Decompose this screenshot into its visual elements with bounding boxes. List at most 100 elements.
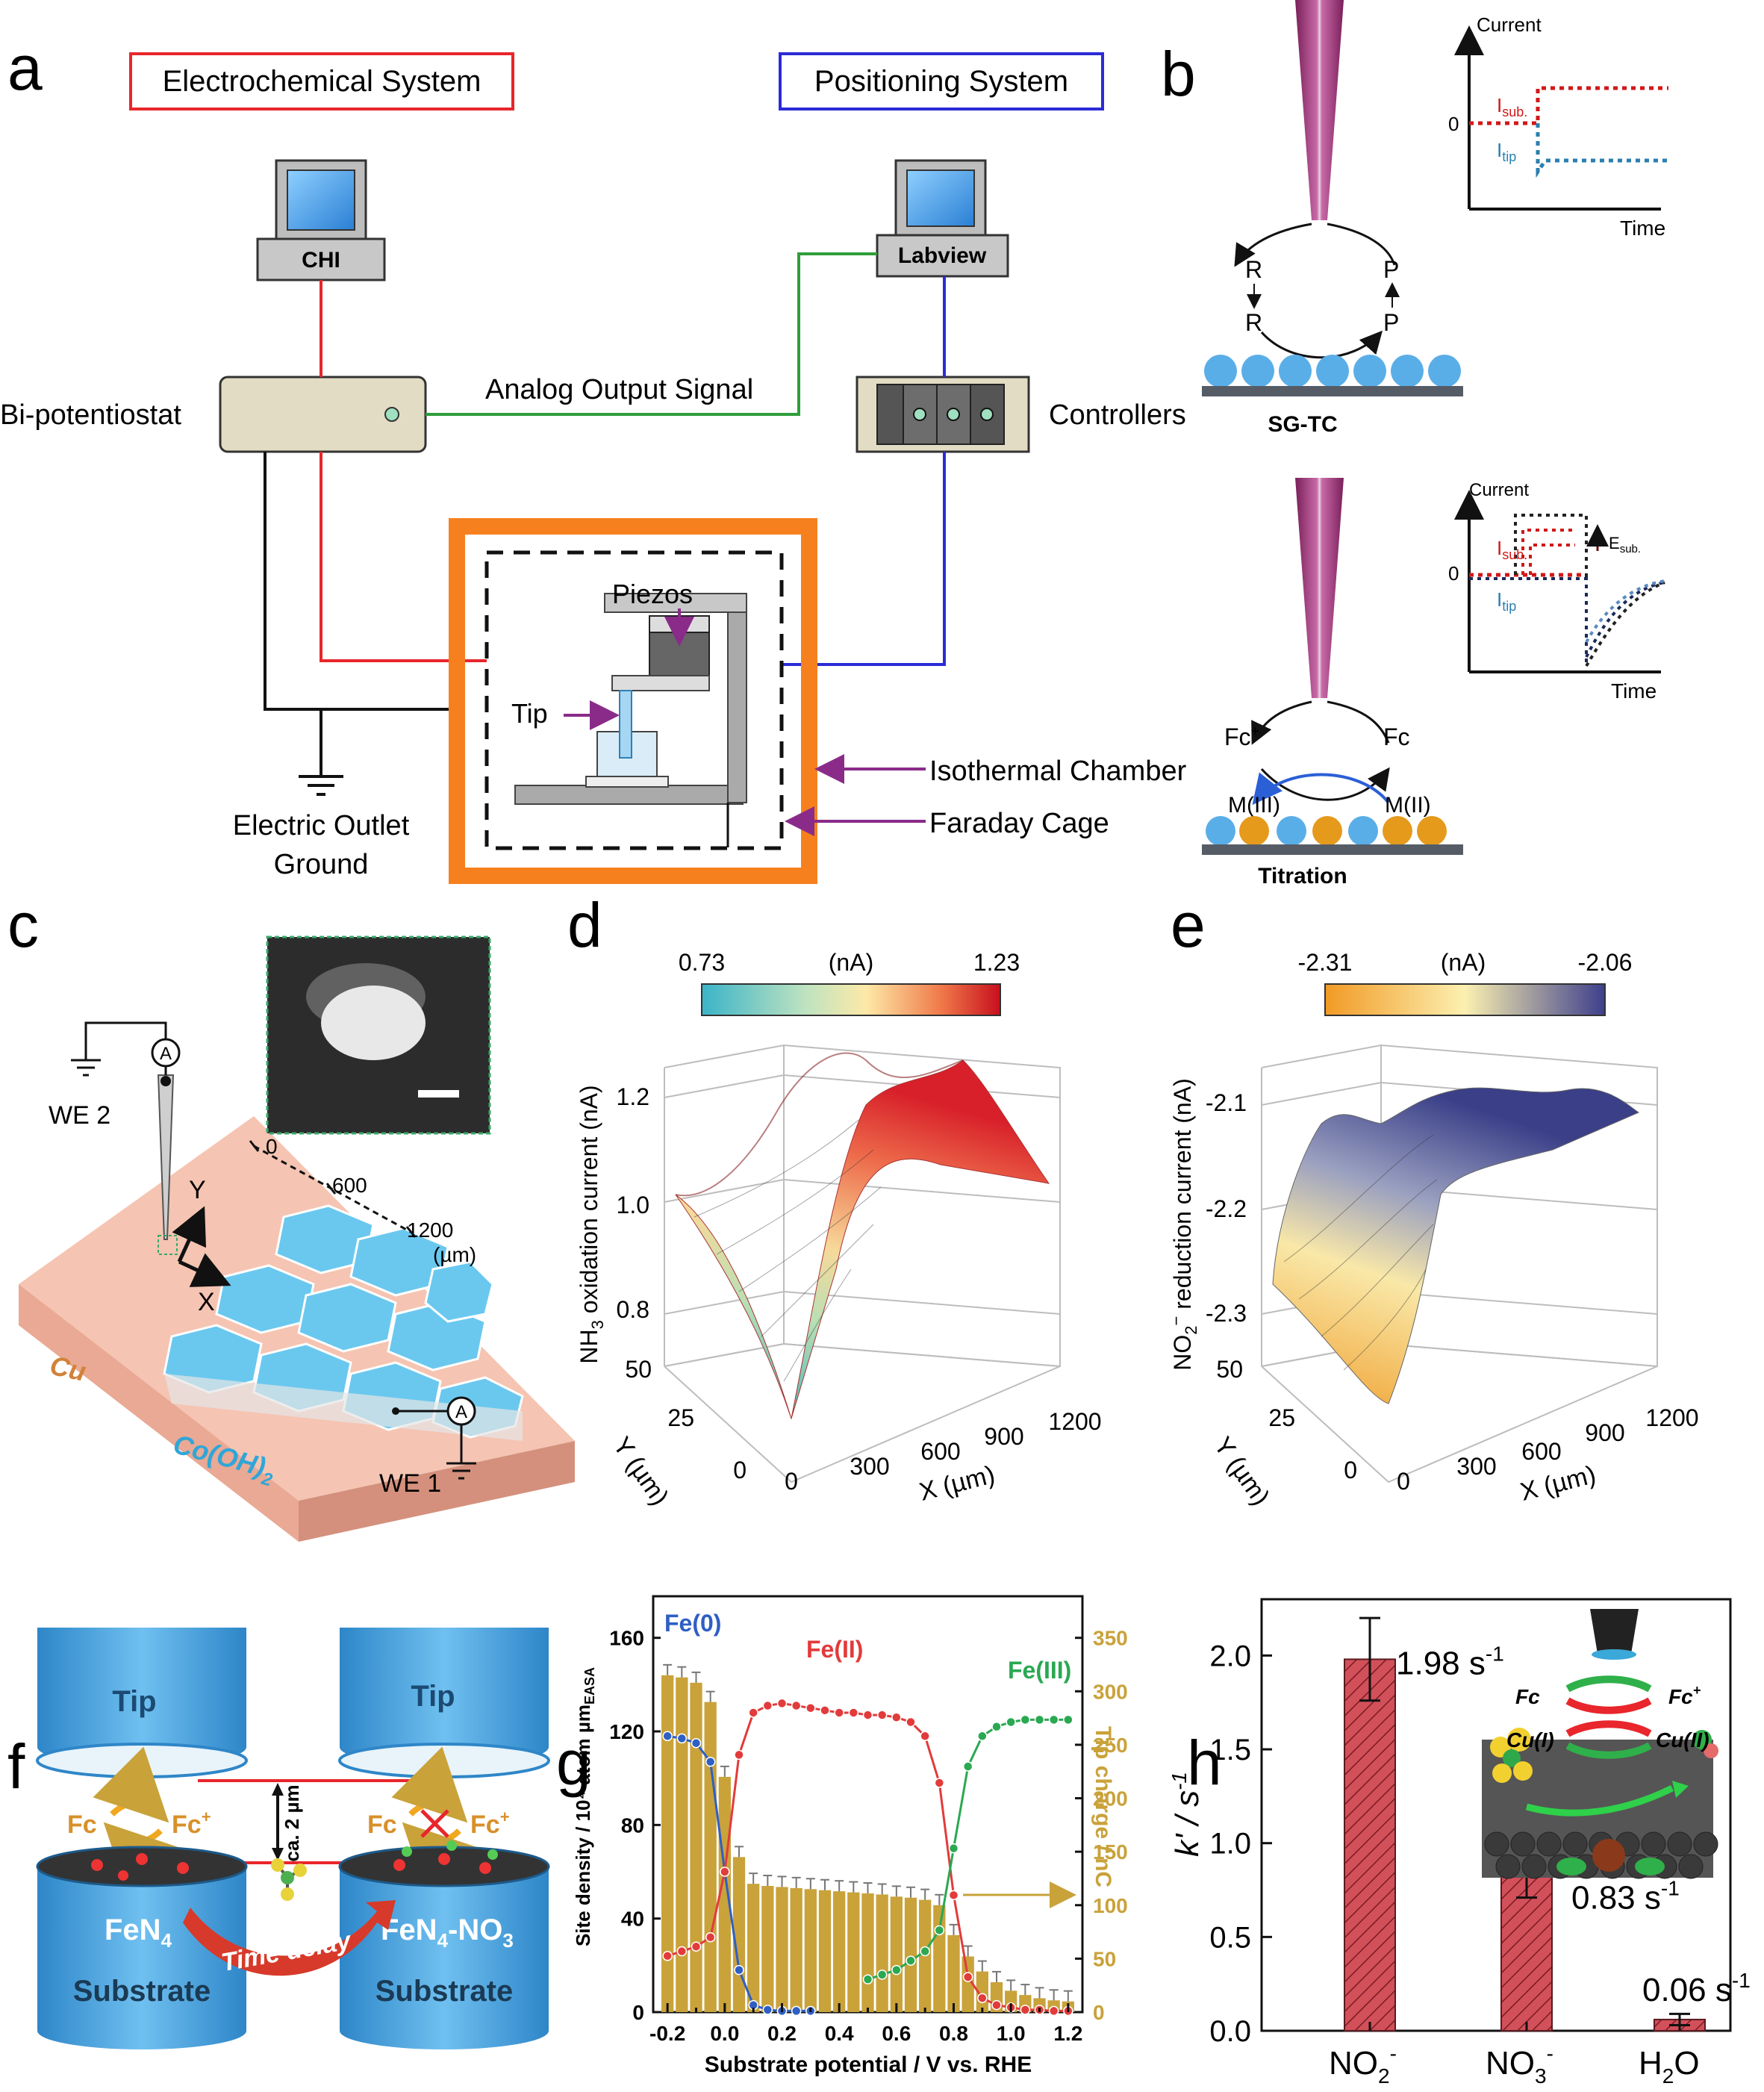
fc-plus-label: Fc+ <box>1224 723 1259 750</box>
panel-label-b: b <box>1161 39 1196 109</box>
series-point-1 <box>705 1931 716 1943</box>
series-point-0 <box>762 2005 773 2015</box>
panel-label-e: e <box>1171 890 1206 960</box>
ztick: 0.8 <box>617 1296 649 1323</box>
we1-label: WE 1 <box>379 1469 441 1498</box>
panel-b: b R P R P SG-TC Current Time 0 Isub. <box>1161 0 1668 888</box>
xtick: 900 <box>1585 1419 1624 1446</box>
series-point-2 <box>934 1925 945 1936</box>
series-point-2 <box>876 1970 888 1980</box>
controller-led-icon <box>947 408 960 421</box>
tip-electrode <box>619 690 632 759</box>
substrate-right <box>340 1867 549 2049</box>
time-delay-arrow <box>183 1900 396 1976</box>
piezos-label: Piezos <box>612 579 693 609</box>
series-point-2 <box>891 1964 902 1976</box>
ztick: -2.2 <box>1206 1195 1247 1222</box>
ytick-label: 2.0 <box>1209 1640 1251 1672</box>
y2tick-label: 350 <box>1093 1627 1128 1650</box>
xtick-label: 1.2 <box>1053 2022 1082 2045</box>
sem-particle <box>321 986 426 1060</box>
substrate-left <box>37 1867 246 2049</box>
fcplus-label-h: Fc+ <box>1668 1683 1701 1708</box>
fc-label-h: Fc <box>1515 1685 1540 1708</box>
ytick-label: 80 <box>621 1814 644 1837</box>
series-point-1 <box>991 1999 1002 2011</box>
p-label-2: P <box>1383 309 1399 336</box>
y2tick-label: 200 <box>1093 1787 1128 1811</box>
y2tick-label: 250 <box>1093 1734 1128 1757</box>
xtick: 0 <box>1397 1468 1410 1495</box>
sgtc-label: SG-TC <box>1268 412 1337 437</box>
series-point-2 <box>906 1955 916 1966</box>
fcplus-label-f: Fc+ <box>172 1808 211 1839</box>
xtick-label: 0.2 <box>767 2022 797 2045</box>
ytick-label: 0.5 <box>1209 1921 1251 1954</box>
controller-led-icon <box>913 408 926 421</box>
series-point-1 <box>776 1698 788 1709</box>
panel-e: e -2.31 (nA) -2.06 -2.1 -2.2 -2.3 NO2− r… <box>1167 890 1699 1510</box>
series-point-1 <box>805 1702 816 1713</box>
scale-1200: 1200 <box>407 1218 453 1242</box>
ytick-label: 160 <box>609 1627 644 1650</box>
colorbar-d-unit: (nA) <box>829 949 873 976</box>
chi-computer-icon: CHI <box>256 159 386 281</box>
tip-charge-bar <box>818 1890 832 2012</box>
tip-charge-bar <box>747 1884 760 2012</box>
zticks-e: -2.1 -2.2 -2.3 <box>1206 1089 1247 1327</box>
scale-600: 600 <box>332 1174 367 1197</box>
p-label: P <box>1383 256 1399 283</box>
ytick: 0 <box>1344 1457 1357 1484</box>
panel-d: d 0.73 (nA) 1.23 1.2 1.0 0.8 <box>567 890 1102 1510</box>
wire-green-analog <box>426 252 877 416</box>
ylabel-g: Site density / 10⁴ atom µmEASA <box>572 1667 597 1946</box>
analog-output-label: Analog Output Signal <box>485 374 753 405</box>
y2tick-label: 150 <box>1093 1840 1128 1864</box>
tip-charge-bar <box>804 1889 817 2012</box>
tip-charge-bar <box>876 1894 888 2012</box>
bipotentiostat-indicator-icon <box>384 407 399 422</box>
positioning-system-box <box>779 52 1104 110</box>
panel-label-g: g <box>556 1728 591 1798</box>
labview-computer-icon: Labview <box>876 159 1009 278</box>
isothermal-chamber-label: Isothermal Chamber <box>929 756 1187 787</box>
xtick-label: 0.0 <box>710 2022 739 2045</box>
electrochemical-system-label: Electrochemical System <box>163 65 481 98</box>
series-point-2 <box>1048 1714 1059 1725</box>
wire-blue-piezo <box>709 452 946 666</box>
xtick-label: 0.6 <box>882 2022 911 2045</box>
xtick: 600 <box>1521 1438 1561 1465</box>
controllers-label: Controllers <box>1049 399 1186 431</box>
zticks-d: 1.2 1.0 0.8 <box>617 1083 649 1323</box>
ztick: -2.1 <box>1206 1089 1247 1116</box>
ytick-label: 1.0 <box>1209 1828 1251 1861</box>
ytick-label: 1.5 <box>1209 1734 1251 1766</box>
fen4-label: FeN4 <box>105 1914 172 1952</box>
tip-charge-bar <box>904 1897 917 2012</box>
xtick: 300 <box>850 1453 889 1480</box>
tip-left-label: Tip <box>112 1685 156 1718</box>
zero-label-2: 0 <box>1448 562 1459 585</box>
electrochemical-system-box <box>129 52 514 110</box>
itip-label-2: Itip <box>1497 588 1516 614</box>
faraday-cage-label: Faraday Cage <box>929 808 1109 839</box>
ammeter-a-label: A <box>160 1044 172 1064</box>
ytick: 25 <box>1268 1404 1295 1431</box>
ytick-label: 0.0 <box>1209 2015 1251 2048</box>
series-point-2 <box>948 1843 959 1854</box>
panel-h: h 1.98 s-10.83 s-10.06 s-1 0.00.51.01.52… <box>1168 1598 1751 2088</box>
ytick: 25 <box>667 1404 694 1431</box>
category-label: NO2- <box>1329 2042 1397 2088</box>
series-point-0 <box>705 1757 716 1767</box>
fe-sites-right <box>393 1840 498 1874</box>
series-point-1 <box>934 1778 945 1788</box>
labview-label: Labview <box>898 243 987 268</box>
ytick: 0 <box>733 1457 747 1484</box>
controller-led-icon <box>980 408 994 421</box>
titration-label: Titration <box>1258 864 1347 888</box>
h-inset-illustration: Fc Fc+ Cu(I) Cu(II) <box>1482 1609 1718 1879</box>
xtick-label: 0.4 <box>825 2022 854 2045</box>
surface-e <box>1272 1087 1640 1404</box>
panel-f: f Tip Tip ca. 2 µm Fc Fc+ Fc Fc+ FeN4 <box>7 1628 550 2049</box>
